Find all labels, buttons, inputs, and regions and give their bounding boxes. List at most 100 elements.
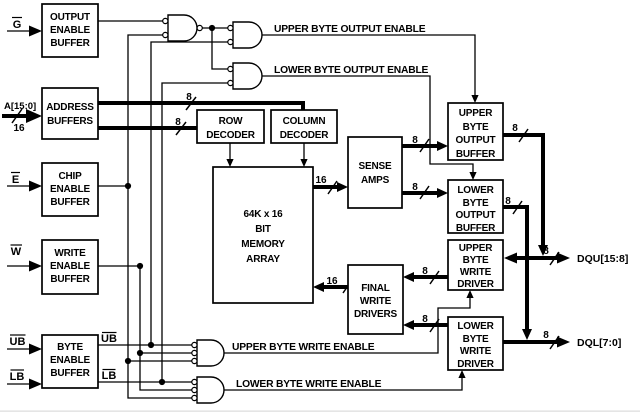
gate-upper-byte-write-enable (196, 339, 225, 367)
write-enable-buffer-box (41, 239, 99, 295)
column-decoder-box (270, 109, 338, 144)
width-16-fwd: 16 (326, 276, 338, 287)
lb-input-label: LB (10, 371, 25, 383)
upper-byte-output-buffer-label: BYTE (463, 122, 489, 133)
arrowhead-w-input (29, 260, 42, 272)
final-write-drivers-label: DRIVERS (354, 309, 398, 320)
e-input-label: E (12, 174, 19, 186)
a-width-label: 16 (13, 123, 25, 134)
arrowhead-ub-out-down (538, 245, 548, 256)
output-enable-buffer-label: ENABLE (50, 25, 90, 36)
arrowhead-a-input (26, 109, 42, 123)
lower-byte-write-driver-label: BYTE (463, 334, 489, 345)
tick-array-16 (327, 180, 338, 195)
lower-byte-output-enable-label: LOWER BYTE OUTPUT ENABLE (274, 65, 429, 76)
upper-byte-output-buffer-label: BUFFER (456, 149, 496, 160)
memory-array-label: 64K x 16 (244, 209, 284, 220)
bubble-gate4-in3 (191, 357, 198, 365)
gate-lower-byte-output-enable (232, 62, 263, 90)
gate-output-enable-nand (167, 14, 198, 42)
bubble-gate5-in1 (191, 378, 198, 386)
wire-lower-byte-output-enable (262, 75, 474, 174)
write-enable-buffer-label: WRITE (54, 248, 86, 259)
upper-byte-write-driver-box (447, 239, 504, 291)
arrowhead-to-ub-output-buffer (437, 141, 448, 151)
junction-w-gate4 (136, 349, 144, 357)
wire-gate1-to-gate3 (211, 28, 228, 70)
control-signal-wires (98, 20, 228, 399)
column-decoder-label: DECODER (280, 130, 330, 141)
arrowhead-dqu-right (557, 252, 570, 264)
bubble-gate1-out (196, 24, 203, 32)
function-blocks: OUTPUT ENABLE BUFFER ADDRESS BUFFERS CHI… (41, 3, 504, 389)
tick-dql-8 (549, 335, 560, 350)
byte-enable-buffer-label: ENABLE (50, 355, 90, 366)
arrowhead-to-sense-amps (337, 182, 348, 192)
junction-e-gate4 (124, 357, 132, 365)
memory-array-label: BIT (255, 224, 271, 235)
column-decoder-label: COLUMN (283, 116, 326, 127)
chip-enable-buffer-label: CHIP (58, 171, 82, 182)
sense-amps-box (347, 136, 403, 209)
width-8-lbob: 8 (505, 196, 511, 207)
upper-byte-output-buffer-label: OUTPUT (456, 135, 496, 146)
upper-byte-write-driver-label: BYTE (463, 255, 489, 266)
arrowhead-g-input (29, 25, 42, 37)
bubble-gate2-in2 (227, 38, 234, 46)
bus-width-labels: 8 8 16 16 8 8 8 8 8 8 8 8 (175, 92, 549, 341)
row-decoder-box (196, 109, 265, 144)
tick-lbob-8 (512, 200, 523, 215)
sense-amps-label: SENSE (359, 161, 392, 172)
arrowhead-ubw-enable (466, 290, 474, 298)
g-input-label: G (13, 19, 22, 31)
tick-col-8 (185, 96, 197, 111)
memory-array-label: MEMORY (241, 239, 285, 250)
wire-chip-enable-trunk (127, 34, 192, 399)
lower-byte-write-driver-box (447, 316, 504, 371)
wire-upper-byte-write-enable (224, 296, 471, 354)
junction-lb-line (158, 378, 166, 386)
upper-byte-write-driver-label: WRITE (460, 267, 492, 278)
width-8-dqu: 8 (543, 246, 549, 257)
enable-routing-wires (224, 34, 479, 391)
bus-upper-output-to-dqu (503, 133, 545, 247)
chip-enable-buffer-label: ENABLE (50, 184, 90, 195)
lb-port-label: LB (102, 370, 117, 382)
upper-byte-output-buffer-box (447, 102, 504, 161)
dqu-output-label: DQU[15:8] (577, 253, 628, 265)
final-write-drivers-label: WRITE (360, 296, 392, 307)
bubble-gate2-in1 (227, 24, 234, 32)
address-buffers-label: BUFFERS (47, 116, 93, 127)
bottom-edge-line (0, 410, 640, 412)
tick-ubwd-8 (429, 270, 440, 285)
byte-enable-buffer-label: BUFFER (50, 368, 90, 379)
bubble-gate5-in3 (191, 394, 198, 402)
width-8-ubob: 8 (512, 123, 518, 134)
final-write-drivers-box (347, 264, 404, 335)
width-8-sense-lb: 8 (412, 182, 418, 193)
lower-byte-write-driver-label: DRIVER (457, 359, 495, 370)
junction-chip-enable (124, 182, 132, 190)
ub-port-label: UB (101, 333, 117, 345)
byte-enable-buffer-label: BYTE (57, 342, 83, 353)
arrowhead-ubo-enable (471, 95, 479, 103)
lower-byte-output-buffer-label: BYTE (463, 198, 489, 209)
tick-sense-lb-8 (419, 185, 430, 200)
bubble-gate3-in1 (227, 65, 234, 73)
wire-upper-byte-trunk (150, 41, 228, 345)
arrowhead-ubwd-to-fwd (403, 272, 414, 282)
lower-byte-output-buffer-box (447, 179, 504, 234)
arrowhead-lbo-enable (469, 172, 477, 180)
final-write-drivers-label: FINAL (361, 283, 390, 294)
arrowhead-lbwd-to-fwd (403, 320, 414, 330)
row-decoder-label: DECODER (206, 130, 256, 141)
w-input-label: W (11, 246, 22, 258)
chip-enable-buffer-box (41, 162, 99, 217)
junction-gate1-out (208, 24, 216, 32)
bubble-gate1-in1 (162, 17, 169, 25)
junction-write-enable (136, 262, 144, 270)
memory-array-box (212, 166, 314, 304)
wire-lower-byte-write-enable (224, 376, 463, 391)
write-enable-buffer-label: ENABLE (50, 261, 90, 272)
